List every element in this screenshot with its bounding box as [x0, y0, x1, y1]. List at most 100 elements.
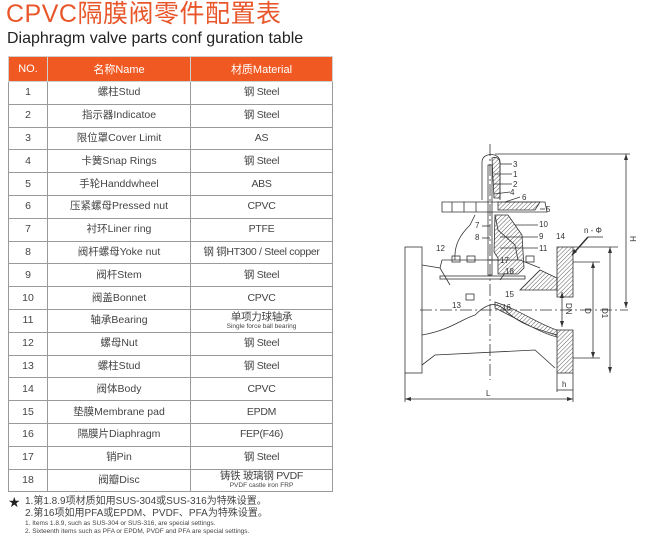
- part-label-9: 9: [539, 232, 544, 241]
- cell-name: 压紧螺母Pressed nut: [47, 194, 191, 219]
- dim-h: h: [562, 380, 566, 389]
- material-main: PTFE: [248, 223, 275, 236]
- cell-name: 阀杆Stem: [47, 263, 191, 288]
- dimension-labels: n - Φ H D1 D DN L h: [486, 226, 637, 398]
- table-row: 1 螺柱Stud 钢 Steel: [8, 81, 333, 105]
- cell-no: 15: [8, 400, 48, 424]
- dim-H: H: [628, 236, 637, 242]
- material-main: 单项力球轴承: [230, 310, 293, 323]
- material-main: EPDM: [246, 405, 277, 418]
- header-no: NO.: [8, 56, 48, 82]
- cell-no: 5: [8, 172, 48, 196]
- table-header-row: NO. 名称Name 材质Material: [8, 56, 333, 82]
- part-label-15: 15: [505, 290, 514, 299]
- cell-material: 钢 Steel: [190, 354, 333, 379]
- material-main: ABS: [251, 177, 272, 190]
- cell-name: 限位罩Cover Limit: [47, 126, 191, 151]
- cell-material: PTFE: [190, 217, 333, 242]
- part-label-4: 4: [510, 188, 515, 197]
- table-row: 13 螺柱Stud 钢 Steel: [8, 354, 333, 379]
- part-label-12: 12: [436, 244, 445, 253]
- cell-material: CPVC: [190, 286, 333, 310]
- cell-name: 轴承Bearing: [47, 308, 191, 333]
- cell-name: 螺母Nut: [47, 331, 191, 356]
- part-label-10: 10: [539, 220, 548, 229]
- cell-no: 16: [8, 422, 48, 447]
- dim-D1: D1: [600, 308, 609, 319]
- cell-material: AS: [190, 126, 333, 151]
- note-en-1: 1. Items 1.8.9, such as SUS-304 or SUS-3…: [25, 520, 216, 528]
- table-row: 12 螺母Nut 钢 Steel: [8, 331, 333, 356]
- part-label-6: 6: [522, 193, 527, 202]
- part-label-11: 11: [539, 244, 548, 253]
- header-material: 材质Material: [190, 56, 333, 82]
- material-main: 钢 铜HT300 / Steel copper: [203, 245, 320, 258]
- cell-no: 7: [8, 217, 48, 242]
- table-row: 15 垫膜Membrane pad EPDM: [8, 400, 333, 424]
- part-label-1: 1: [513, 170, 518, 179]
- table-row: 8 阀杆螺母Yoke nut 钢 铜HT300 / Steel copper: [8, 240, 333, 265]
- cell-material: FEP(F46): [190, 422, 333, 447]
- cell-no: 4: [8, 149, 48, 174]
- part-label-17: 17: [500, 256, 509, 265]
- star-icon: ★: [8, 494, 21, 511]
- cell-material: 钢 Steel: [190, 103, 333, 128]
- dim-DN: DN: [564, 303, 573, 315]
- table-row: 10 阀盖Bonnet CPVC: [8, 286, 333, 310]
- part-label-8: 8: [475, 233, 480, 242]
- cell-no: 8: [8, 240, 48, 265]
- dim-D: D: [583, 308, 592, 314]
- note-en-2: 2. Sixteenth items such as PFA or EPDM, …: [25, 528, 250, 536]
- cell-material: CPVC: [190, 194, 333, 219]
- cell-no: 14: [8, 377, 48, 402]
- part-label-2: 2: [513, 180, 518, 189]
- note-cn-2: 2.第16项如用PFA或EPDM、PVDF、PFA为特殊设置。: [25, 508, 268, 520]
- part-label-7: 7: [475, 221, 480, 230]
- cell-name: 阀杆螺母Yoke nut: [47, 240, 191, 265]
- cell-no: 9: [8, 263, 48, 288]
- cell-name: 卡簧Snap Rings: [47, 149, 191, 174]
- part-label-16: 16: [502, 303, 511, 312]
- valve-diagram: 3 1 2 4 6 5 7 8 10 9 14 11 12 17 18 15 1…: [404, 144, 637, 402]
- part-labels: 3 1 2 4 6 5 7 8 10 9 14 11 12 17 18 15 1…: [436, 160, 565, 312]
- cell-material: 钢 Steel: [190, 263, 333, 288]
- material-main: FEP(F46): [239, 428, 284, 441]
- valve-drawing: [404, 144, 630, 402]
- material-main: 钢 Steel: [243, 337, 280, 350]
- cell-no: 3: [8, 126, 48, 151]
- cell-name: 销Pin: [47, 445, 191, 470]
- table-row: 2 指示器Indicatoe 钢 Steel: [8, 103, 333, 128]
- cell-name: 隔膜片Diaphragm: [47, 422, 191, 447]
- material-sub: PVDF castle iron FRP: [229, 482, 294, 490]
- part-label-3: 3: [513, 160, 518, 169]
- cell-name: 阀体Body: [47, 377, 191, 402]
- material-sub: Single force ball bearing: [226, 322, 297, 330]
- part-label-18: 18: [505, 267, 514, 276]
- part-label-5: 5: [546, 205, 551, 214]
- cell-material: EPDM: [190, 400, 333, 424]
- cell-name: 阀瓣Disc: [47, 468, 191, 493]
- cell-material: 钢 Steel: [190, 149, 333, 174]
- table-row: 9 阀杆Stem 钢 Steel: [8, 263, 333, 288]
- cell-name: 阀盖Bonnet: [47, 286, 191, 310]
- material-main: CPVC: [247, 291, 276, 304]
- cell-no: 10: [8, 286, 48, 310]
- material-main: 铸铁 玻璃钢 PVDF: [219, 470, 304, 483]
- material-main: 钢 Steel: [243, 268, 280, 281]
- cell-no: 6: [8, 194, 48, 219]
- material-main: AS: [254, 131, 269, 144]
- cell-no: 17: [8, 445, 48, 470]
- cell-name: 螺柱Stud: [47, 81, 191, 105]
- cell-material: 钢 铜HT300 / Steel copper: [190, 240, 333, 265]
- table-row: 3 限位罩Cover Limit AS: [8, 126, 333, 151]
- cell-name: 衬环Liner ring: [47, 217, 191, 242]
- notes: ★ 1.第1.8.9项材质如用SUS-304或SUS-316为特殊设置。 2.第…: [8, 494, 332, 536]
- cell-no: 13: [8, 354, 48, 379]
- cell-no: 2: [8, 103, 48, 128]
- arrowheads: [405, 154, 628, 401]
